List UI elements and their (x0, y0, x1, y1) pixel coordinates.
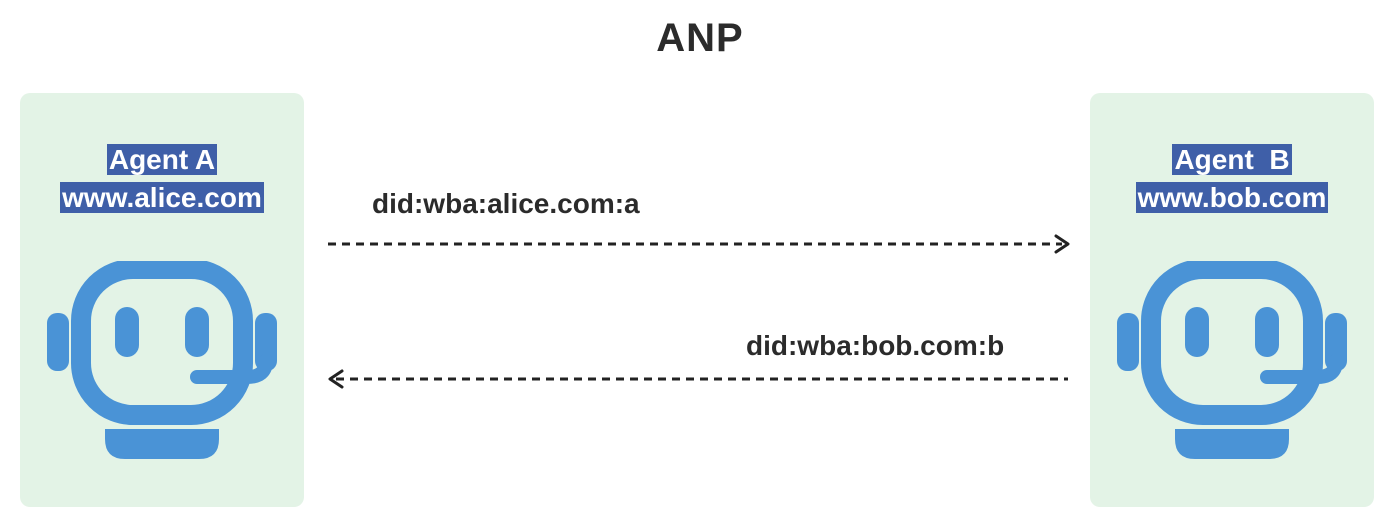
edge-label-bob-to-alice: did:wba:bob.com:b (746, 330, 1005, 361)
edge-label-alice-to-bob: did:wba:alice.com:a (372, 188, 640, 219)
diagram-title: ANP (656, 16, 744, 60)
edge-arrow-alice-to-bob (328, 234, 1070, 254)
agent-b-name: Agent B (1172, 144, 1292, 175)
agent-b-card: Agent B www.bob.com (1090, 93, 1374, 507)
agent-b-domain: www.bob.com (1135, 182, 1329, 213)
agent-a-name: Agent A (106, 144, 218, 175)
agent-a-card: Agent A www.alice.com (20, 93, 304, 507)
edge-arrow-bob-to-alice (328, 369, 1068, 389)
robot-headset-icon (1117, 261, 1347, 459)
robot-headset-icon (47, 261, 277, 459)
agent-a-domain: www.alice.com (60, 182, 264, 213)
